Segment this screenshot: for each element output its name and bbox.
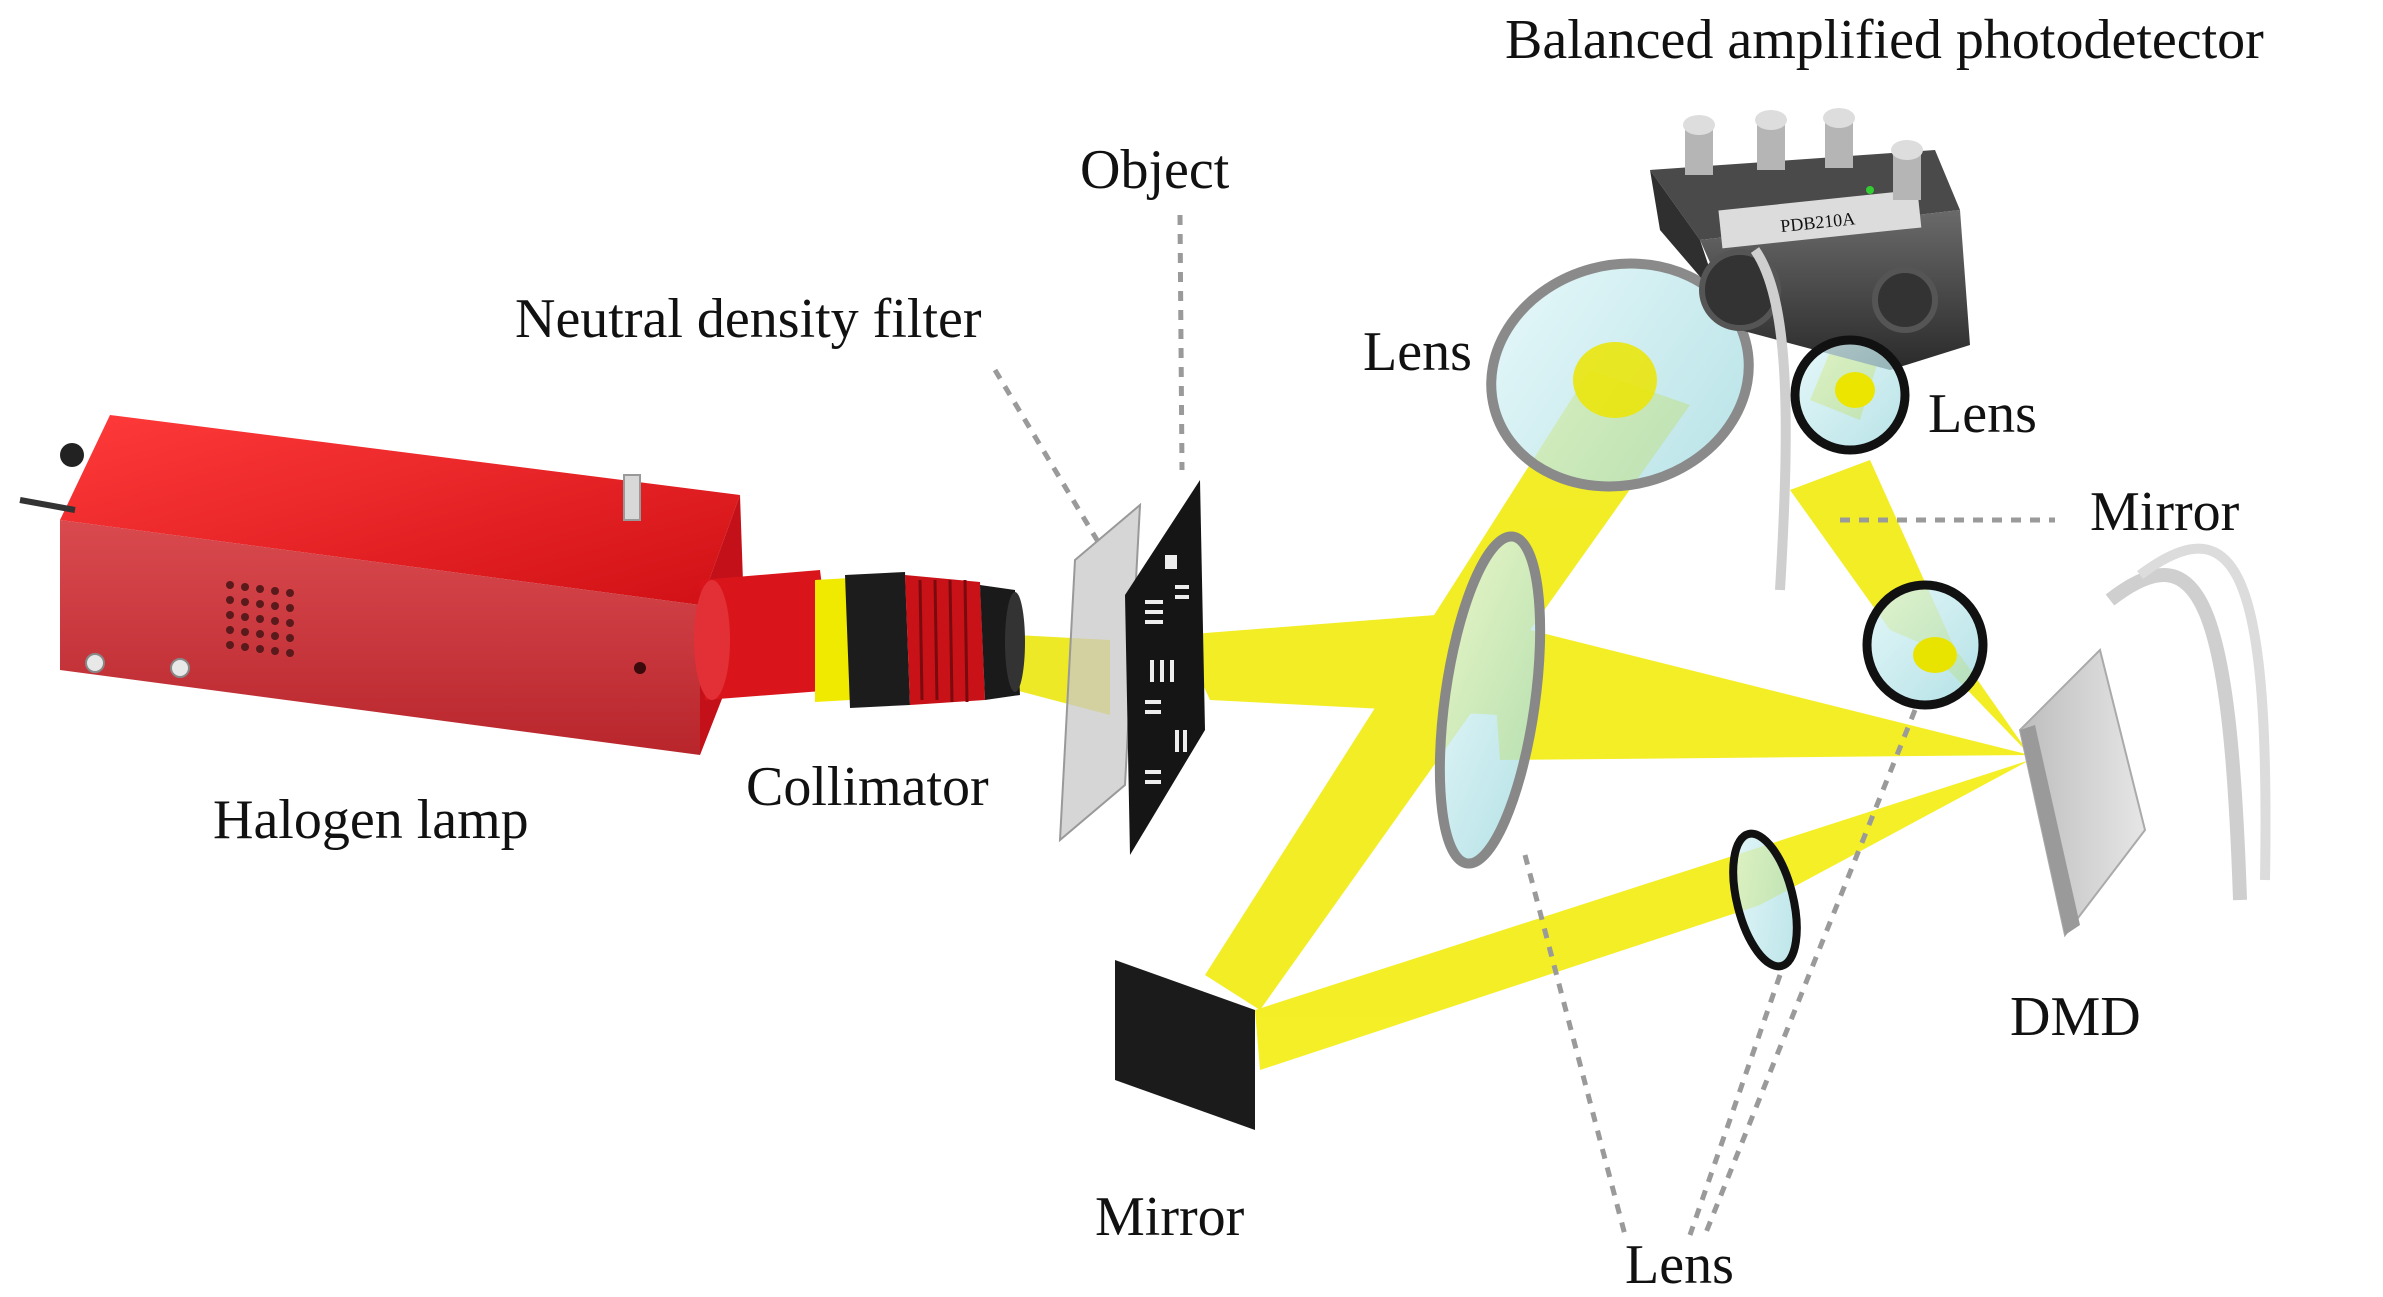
bnc-connector-1 — [1683, 115, 1715, 175]
label-dmd: DMD — [2010, 986, 2141, 1048]
label-halogen-lamp: Halogen lamp — [213, 789, 529, 851]
collimator-yellow-glass — [815, 578, 850, 702]
object-target — [1125, 480, 1205, 855]
collimator — [815, 572, 1025, 708]
detector-port-1 — [1699, 249, 1781, 331]
detector-led — [1866, 186, 1874, 194]
leader-lines — [992, 214, 2055, 1236]
label-nd-filter: Neutral density filter — [515, 288, 982, 350]
halogen-lamp — [19, 415, 835, 755]
bnc-connector-4 — [1891, 140, 1923, 200]
lamp-knob — [623, 474, 641, 521]
leader-lens-mid — [1522, 854, 1628, 1236]
labels: Balanced amplified photodetector Object … — [213, 9, 2264, 1296]
leader-nd-filter — [992, 368, 1103, 547]
leader-lens-bottom — [1687, 974, 1783, 1236]
lamp-cable — [19, 497, 76, 513]
detector-label-plate — [1718, 189, 1922, 249]
dmd — [2018, 543, 2271, 938]
beam-bottom-mirror-to-dmd — [1255, 760, 2030, 1070]
bnc-connector-2 — [1755, 110, 1787, 170]
label-lens-top-right: Lens — [1928, 383, 2037, 445]
bottom-lens — [1729, 829, 1801, 971]
lamp-output-tube — [700, 570, 835, 700]
detector-port-2 — [1872, 267, 1938, 333]
leader-object — [1177, 214, 1185, 471]
top-right-lens — [1790, 335, 1910, 455]
label-mirror-right: Mirror — [2090, 481, 2240, 543]
lamp-tube-flange — [694, 580, 730, 700]
label-object: Object — [1080, 139, 1230, 201]
lamp-screw-2 — [170, 658, 190, 678]
lamp-side-face — [60, 520, 700, 755]
object-test-pattern — [1145, 555, 1189, 784]
bnc-connector-3 — [1823, 108, 1855, 168]
top-left-lens — [1486, 258, 1754, 492]
collimator-red-body — [905, 575, 985, 705]
neutral-density-filter — [1058, 502, 1142, 843]
label-balanced-detector: Balanced amplified photodetector — [1505, 9, 2264, 71]
mid-lens — [1434, 531, 1546, 869]
label-lens-top-left: Lens — [1363, 321, 1472, 383]
label-lens-bottom: Lens — [1625, 1234, 1734, 1296]
lamp-vent-grille — [226, 581, 294, 657]
lamp-screw-1 — [85, 653, 105, 673]
label-collimator: Collimator — [746, 756, 989, 818]
label-mirror-bottom: Mirror — [1095, 1186, 1245, 1248]
lamp-hole — [634, 662, 646, 674]
lamp-top-face — [60, 415, 740, 605]
collimator-lens-face — [1005, 592, 1025, 692]
bottom-mirror — [1115, 960, 1255, 1130]
detector-mirror-strip — [1750, 247, 1791, 591]
balanced-photodetector: PDB210A — [1650, 108, 1970, 591]
leader-lens-right — [1702, 709, 1918, 1236]
right-lens — [1862, 580, 1988, 710]
beam-mid-lens-to-dmd — [1490, 620, 2030, 760]
collimator-ridges — [918, 579, 969, 703]
collimator-black-ring — [845, 572, 910, 708]
lamp-switch — [60, 443, 84, 467]
